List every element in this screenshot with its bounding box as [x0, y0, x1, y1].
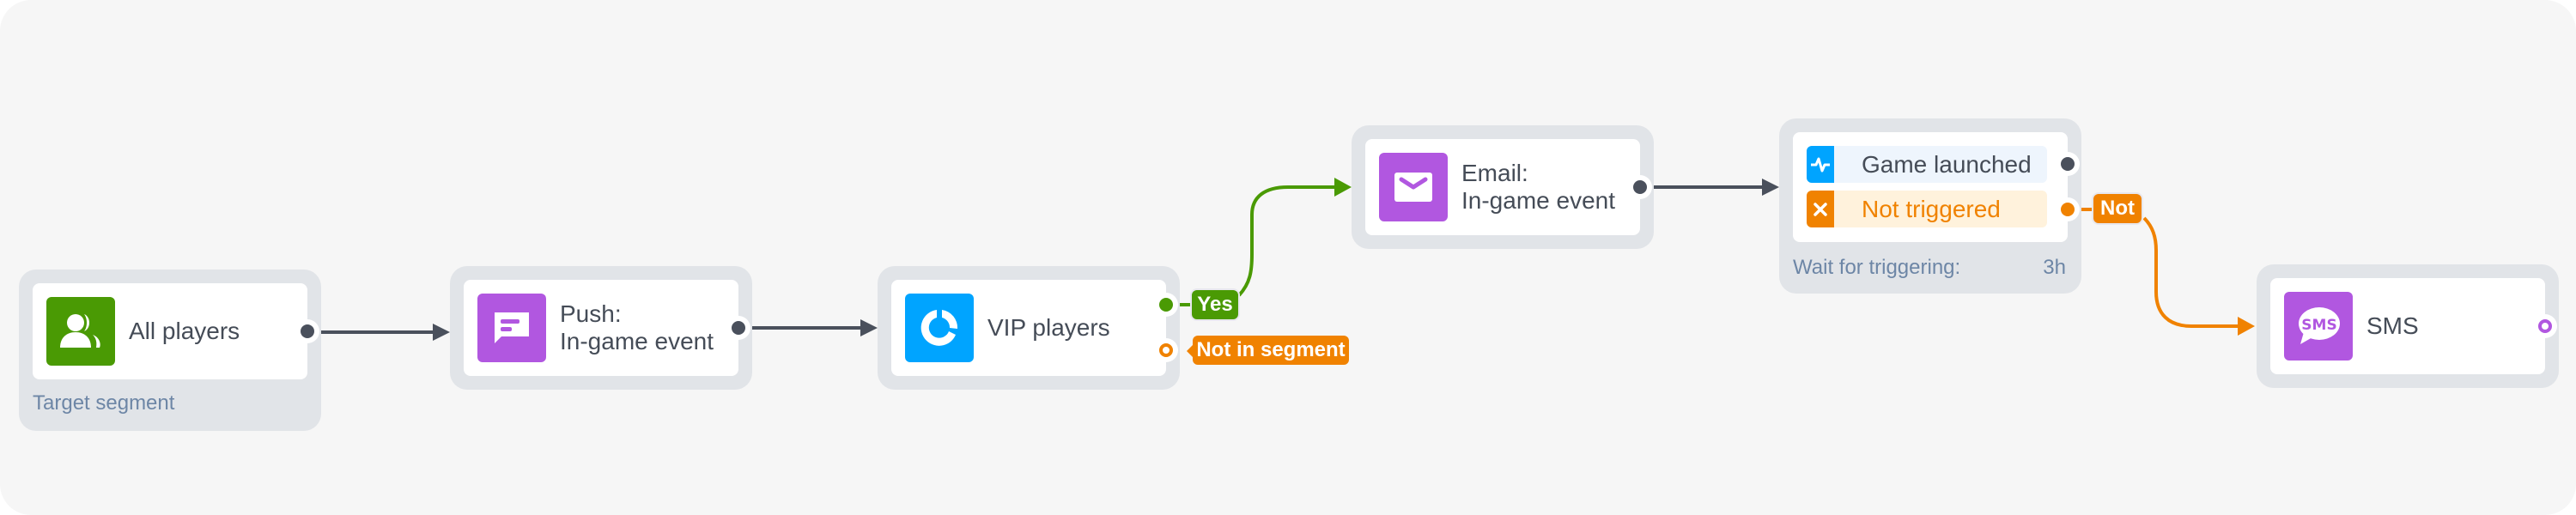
svg-text:SMS: SMS [2301, 317, 2336, 334]
node-push[interactable]: Push: In-game event [450, 266, 752, 390]
event-row-not-triggered[interactable]: Not triggered [1807, 191, 2047, 227]
event-row-game-launched[interactable]: Game launched [1807, 146, 2047, 183]
node-label-line1: Email: [1461, 160, 1528, 186]
arrow-yes-to-email[interactable] [1164, 178, 1352, 306]
output-port-not-triggered[interactable] [2061, 203, 2075, 216]
activity-pulse-icon [1807, 146, 1834, 183]
node-label: All players [129, 318, 240, 344]
node-card: Game launched Not triggered [1793, 132, 2075, 242]
push-message-icon [477, 294, 546, 362]
branch-yes-badge[interactable]: Yes [1192, 290, 1238, 319]
node-wait-for-event[interactable]: Game launched Not triggered Wait for tri… [1779, 118, 2081, 294]
users-icon [46, 297, 115, 366]
node-vip-segment[interactable]: VIP players [878, 266, 1180, 390]
node-email[interactable]: Email: In-game event [1352, 125, 1654, 249]
node-type-label: Target segment [33, 391, 175, 415]
close-x-icon [1807, 191, 1834, 227]
branch-not-badge[interactable]: Not [2093, 194, 2142, 223]
output-port[interactable] [301, 324, 314, 338]
node-label: VIP players [987, 314, 1110, 341]
node-card: SMS SMS [2270, 278, 2552, 374]
output-port[interactable] [1633, 180, 1647, 194]
arrow-not-to-sms[interactable] [2068, 208, 2255, 336]
output-port[interactable] [732, 321, 745, 335]
node-card: Email: In-game event [1365, 139, 1647, 235]
sms-bubble-icon: SMS [2284, 292, 2353, 360]
node-card: VIP players [891, 280, 1173, 376]
node-card: Push: In-game event [464, 280, 745, 376]
wait-duration-value: 3h [2043, 256, 2066, 279]
node-label: Email: In-game event [1461, 160, 1615, 215]
node-card: All players [33, 283, 314, 379]
output-port-no[interactable] [1159, 343, 1173, 357]
node-label: SMS [2366, 312, 2419, 339]
arrow-email-to-wait[interactable] [1640, 179, 1779, 196]
event-row-label: Game launched [1862, 151, 2032, 178]
branch-no-pointer [1187, 344, 1194, 358]
wait-duration-label: Wait for triggering: [1793, 256, 1961, 279]
node-label: Push: In-game event [560, 300, 714, 355]
output-port-triggered[interactable] [2061, 157, 2075, 171]
node-label-line2: In-game event [1461, 187, 1615, 214]
output-port[interactable] [2538, 319, 2552, 333]
node-label-line2: In-game event [560, 328, 714, 354]
arrow-all-players-to-push[interactable] [307, 324, 450, 341]
envelope-icon [1379, 153, 1448, 221]
node-sms[interactable]: SMS SMS [2257, 264, 2559, 388]
segment-pie-icon [905, 294, 974, 362]
node-target-segment[interactable]: All players Target segment [19, 270, 321, 431]
event-row-label: Not triggered [1862, 196, 2001, 222]
output-port-yes[interactable] [1159, 298, 1173, 312]
arrow-push-to-vip[interactable] [738, 319, 878, 336]
node-label-line1: Push: [560, 300, 622, 327]
branch-not-in-segment-badge[interactable]: Not in segment [1193, 336, 1349, 365]
